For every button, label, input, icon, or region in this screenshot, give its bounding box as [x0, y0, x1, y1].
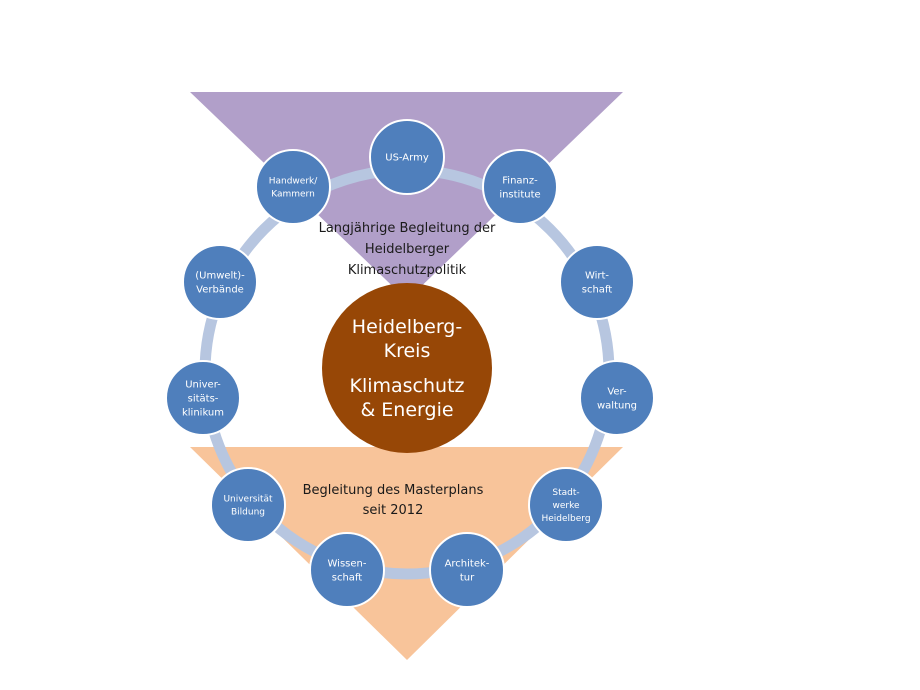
top-band-line: Langjährige Begleitung der — [319, 221, 496, 236]
node-label: werke — [552, 501, 579, 511]
node-label: waltung — [597, 401, 637, 412]
node-label: Univer- — [185, 380, 221, 391]
node-circle — [182, 244, 258, 320]
node-label: US-Army — [385, 153, 429, 164]
node-universitaetsklinikum: Univer-sitäts-klinikum — [165, 360, 241, 436]
node-label: Wirt- — [585, 271, 609, 282]
bottom-band-text: Begleitung des Masterplans seit 2012 — [303, 483, 484, 518]
top-band-line: Heidelberger — [365, 242, 450, 257]
node-label: sitäts- — [188, 394, 219, 405]
node-handwerk-kammern: Handwerk/Kammern — [255, 149, 331, 225]
node-label: schaft — [582, 285, 613, 296]
center-line: Kreis — [384, 340, 431, 362]
node-label: Handwerk/ — [269, 177, 319, 187]
center-circle — [322, 283, 492, 453]
node-label: Wissen- — [328, 559, 367, 570]
node-wirtschaft: Wirt-schaft — [559, 244, 635, 320]
node-circle — [309, 532, 385, 608]
node-wissenschaft: Wissen-schaft — [309, 532, 385, 608]
top-band-text: Langjährige Begleitung der Heidelberger … — [319, 221, 496, 278]
center-line: Klimaschutz — [349, 375, 464, 397]
node-circle — [579, 360, 655, 436]
bottom-band-line: Begleitung des Masterplans — [303, 483, 484, 498]
node-label: Bildung — [231, 508, 265, 518]
node-label: Stadt- — [552, 488, 579, 498]
bottom-band-line: seit 2012 — [363, 503, 424, 518]
node-label: tur — [460, 573, 475, 584]
node-finanzinstitute: Finanz-institute — [482, 149, 558, 225]
top-triangle-band — [190, 92, 623, 300]
node-label: Heidelberg — [541, 514, 590, 524]
node-umweltverbaende: (Umwelt)- Verbände — [182, 244, 258, 320]
node-label: Finanz- — [502, 176, 538, 187]
node-architektur: Architek-tur — [429, 532, 505, 608]
center-circle-group: Heidelberg- Kreis Klimaschutz & Energie — [322, 283, 492, 453]
node-circle — [528, 467, 604, 543]
node-circle — [210, 467, 286, 543]
node-circle — [482, 149, 558, 225]
node-label: institute — [499, 190, 540, 201]
node-verwaltung: Ver-waltung — [579, 360, 655, 436]
node-circle — [429, 532, 505, 608]
node-label: (Umwelt)- — [195, 271, 245, 282]
node-circle — [255, 149, 331, 225]
node-circle — [559, 244, 635, 320]
node-label: Ver- — [607, 387, 627, 398]
node-label: klinikum — [182, 408, 224, 419]
stakeholder-nodes: US-ArmyFinanz-instituteWirt-schaftVer-wa… — [165, 119, 655, 608]
bottom-triangle-band — [190, 447, 623, 660]
node-label: Universität — [223, 495, 273, 505]
node-circle — [369, 119, 445, 195]
top-band-line: Klimaschutzpolitik — [348, 263, 467, 278]
node-label: Verbände — [196, 285, 244, 296]
node-us-army: US-Army — [369, 119, 445, 195]
node-circle — [165, 360, 241, 436]
center-line: & Energie — [360, 399, 453, 421]
center-line: Heidelberg- — [352, 316, 462, 338]
node-label: Architek- — [445, 559, 490, 570]
node-label: schaft — [332, 573, 363, 584]
node-label: Kammern — [271, 190, 315, 200]
